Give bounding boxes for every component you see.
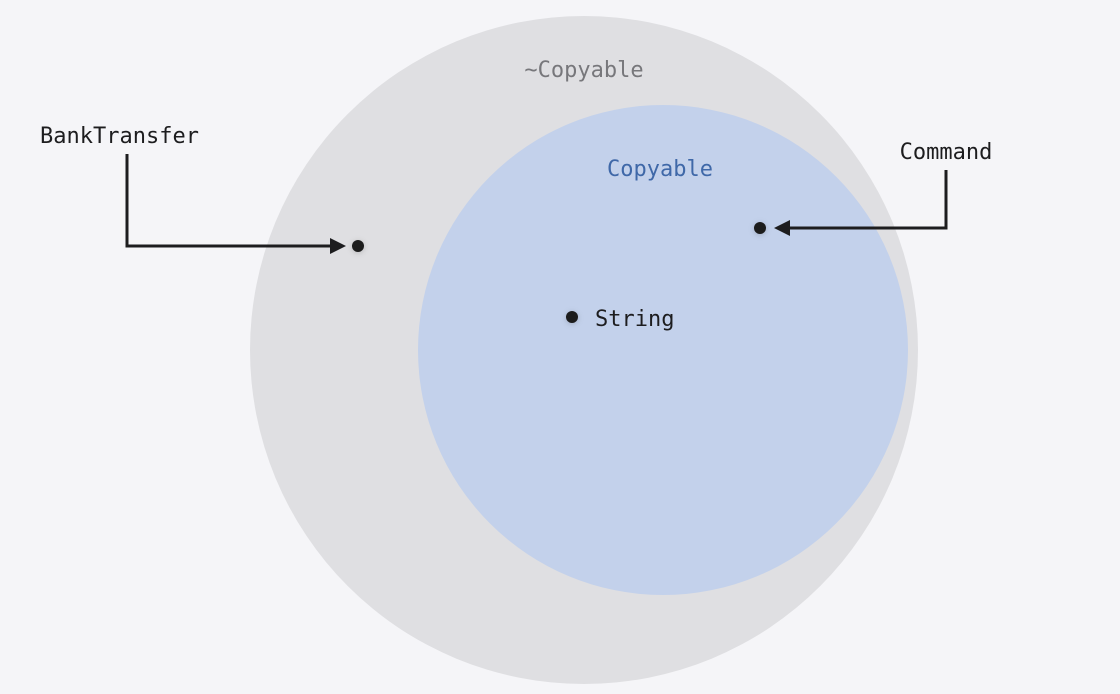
copyable-set-label: Copyable (607, 157, 713, 182)
command-arrowhead (774, 220, 790, 236)
bank-transfer-connector (125, 154, 332, 248)
string-label: String (595, 307, 674, 332)
string-point (566, 311, 578, 323)
command-point (754, 222, 766, 234)
bank-transfer-label: BankTransfer (40, 124, 199, 149)
command-label: Command (900, 140, 993, 165)
bank-transfer-arrowhead (330, 238, 346, 254)
bank-transfer-point (352, 240, 364, 252)
noncopyable-set-label: ~Copyable (524, 58, 643, 83)
command-connector (790, 170, 948, 230)
